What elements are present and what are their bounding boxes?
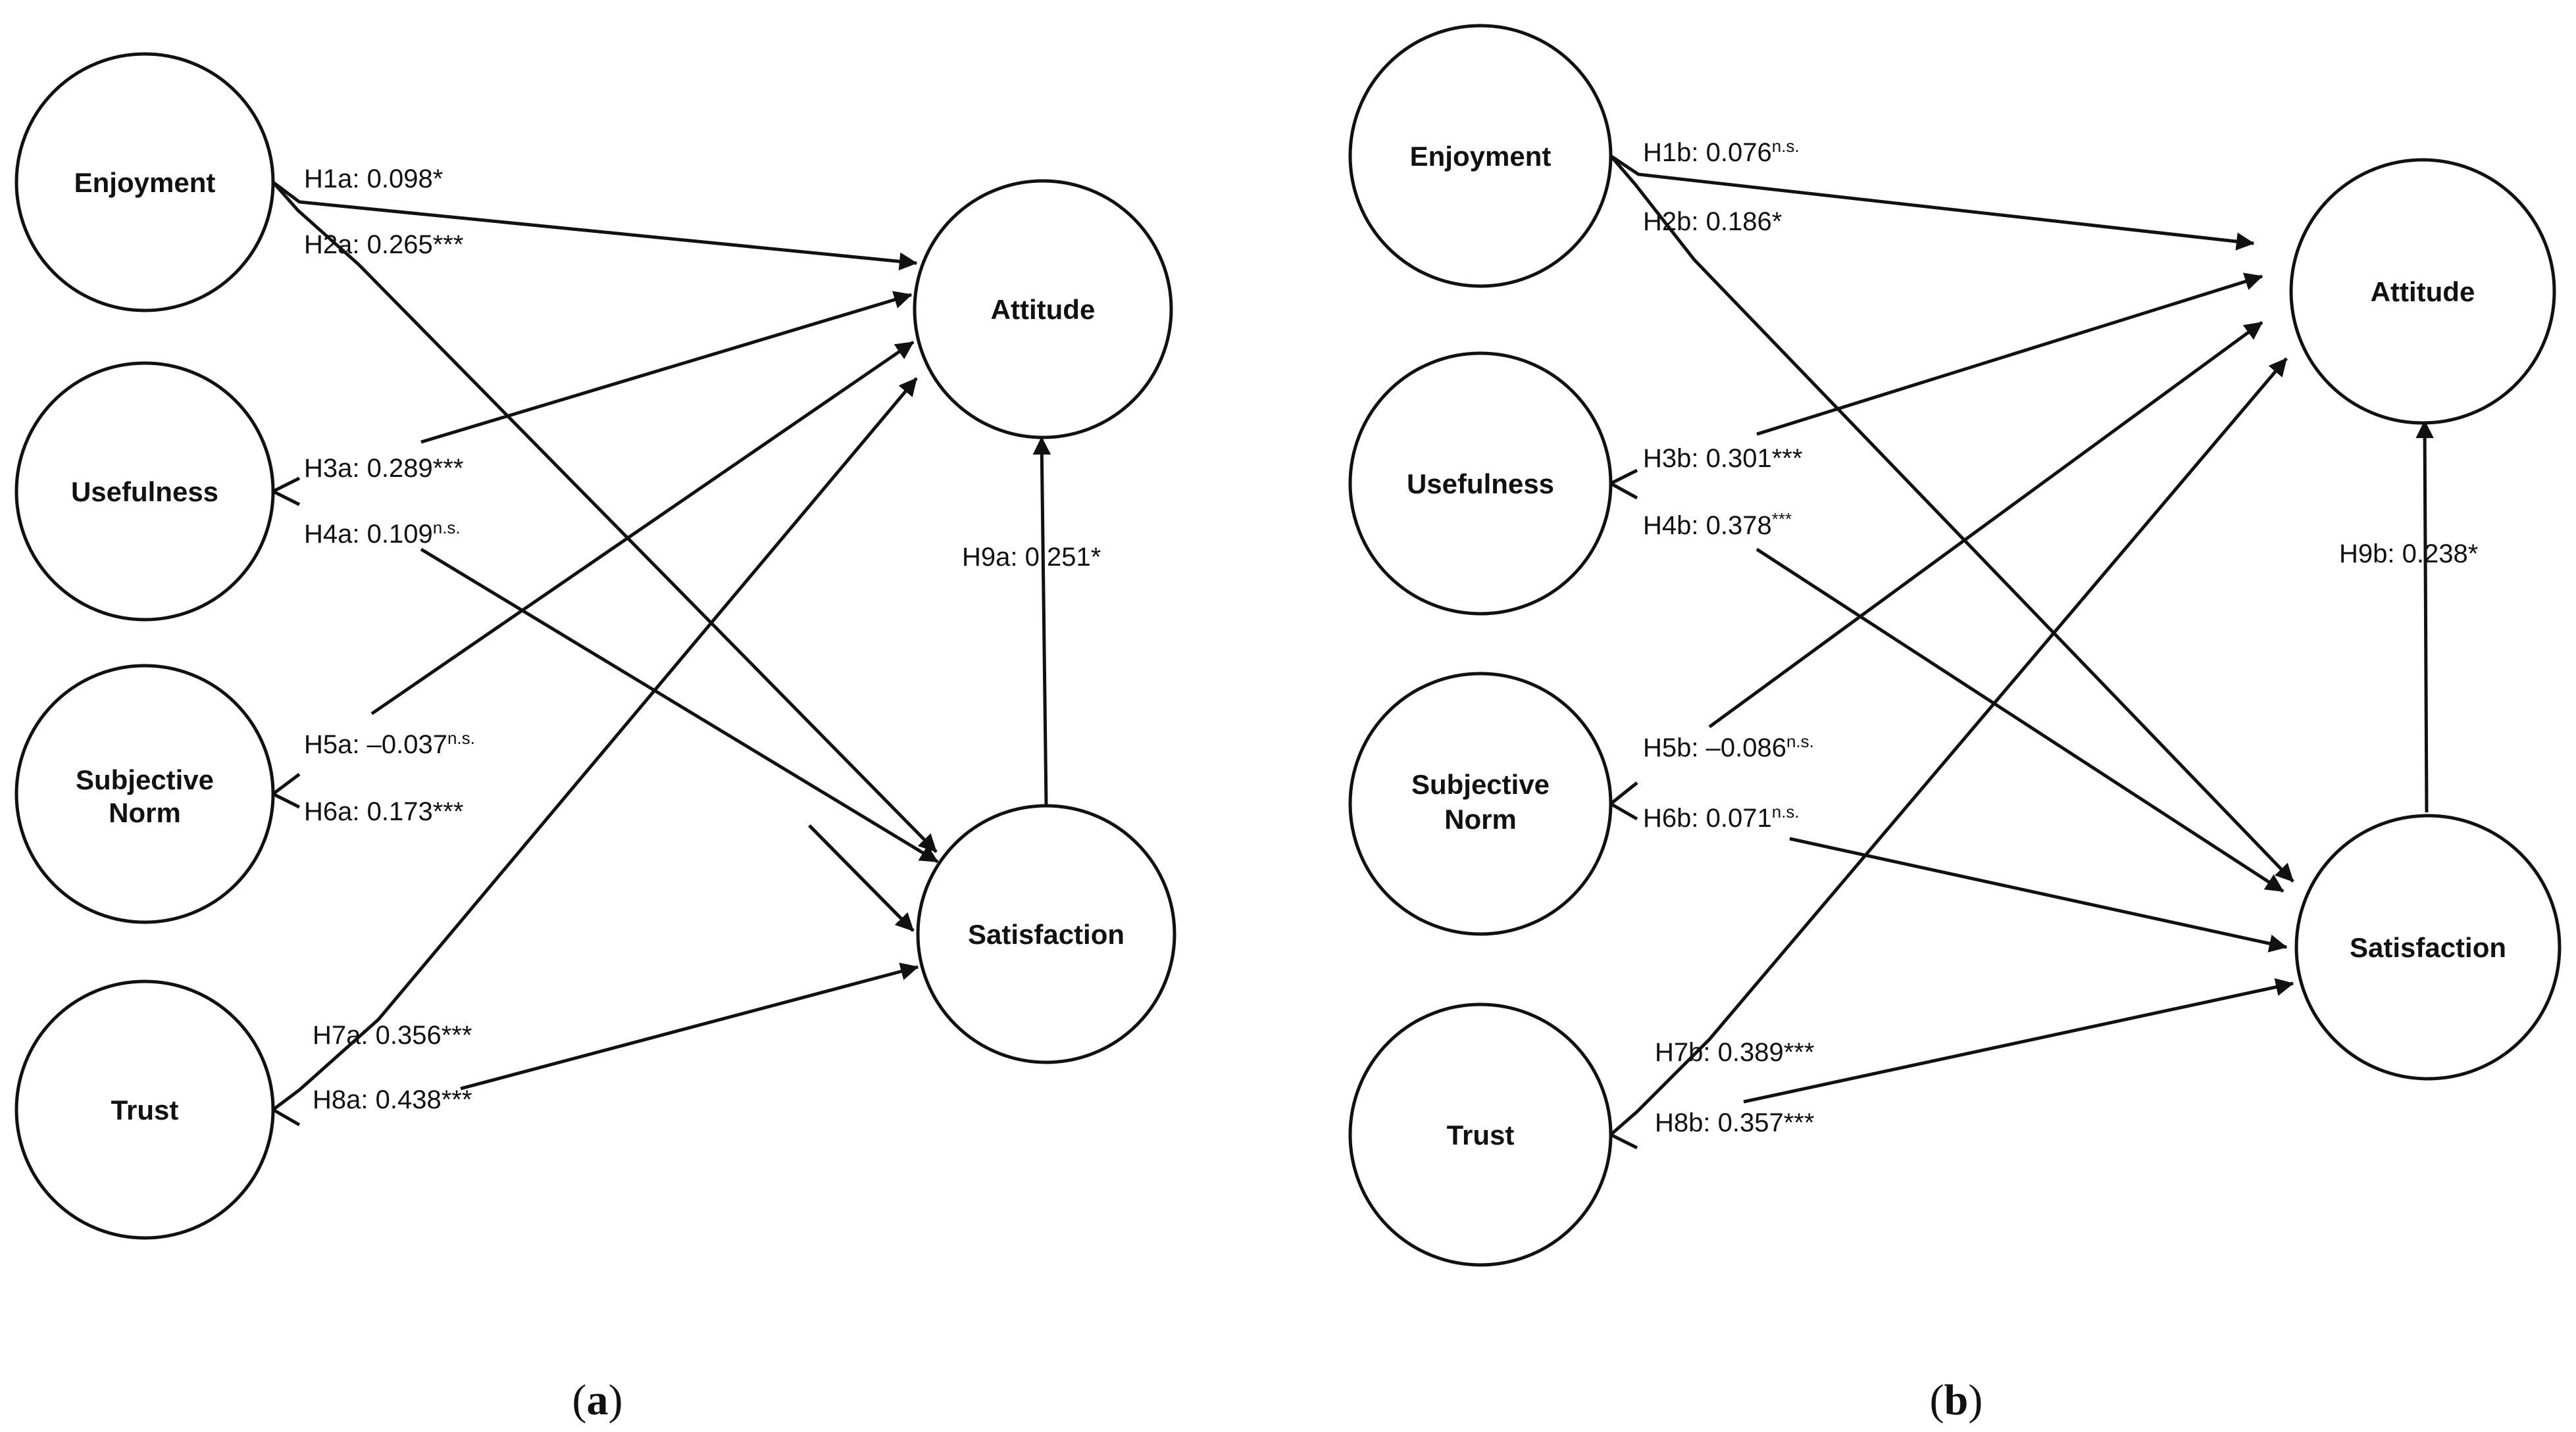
label-h1b: H1b: 0.076n.s. bbox=[1643, 136, 1800, 167]
node-label: Usefulness bbox=[71, 476, 218, 507]
edge-h6b-main bbox=[1789, 837, 2288, 952]
node-satisfaction-a: Satisfaction bbox=[916, 804, 1176, 1064]
edge-h8a-main bbox=[460, 962, 919, 1091]
edge-h7b bbox=[1609, 357, 2288, 1136]
node-label-line2: Norm bbox=[1444, 804, 1517, 835]
edge-h5a bbox=[370, 340, 915, 716]
node-satisfaction-b: Satisfaction bbox=[2294, 814, 2562, 1081]
edge-h5b-tick bbox=[1609, 781, 1638, 805]
label-h5a: H5a: –0.037n.s. bbox=[304, 728, 475, 759]
node-label: Enjoyment bbox=[1410, 141, 1552, 172]
edge-h8b-main bbox=[1743, 978, 2294, 1104]
edge-h6b bbox=[1609, 802, 1638, 821]
label-h4b: H4b: 0.378*** bbox=[1643, 509, 1792, 540]
node-label: Attitude bbox=[2371, 276, 2475, 307]
label-h3a: H3a: 0.289*** bbox=[304, 454, 463, 483]
label-h1a: H1a: 0.098* bbox=[304, 164, 443, 193]
edge-h6a-main2 bbox=[808, 824, 915, 932]
panel-a-nodes: Enjoyment Usefulness Subjective Norm Tru… bbox=[14, 52, 1176, 1240]
edge-h3a bbox=[420, 291, 913, 444]
label-h3b: H3b: 0.301*** bbox=[1643, 444, 1802, 473]
label-h8a: H8a: 0.438*** bbox=[313, 1085, 472, 1114]
panel-a: Enjoyment Usefulness Subjective Norm Tru… bbox=[14, 52, 1176, 1424]
panel-a-edges bbox=[272, 181, 1051, 1127]
node-trust-a: Trust bbox=[14, 979, 275, 1240]
panel-b: Enjoyment Usefulness Subjective Norm Tru… bbox=[1348, 24, 2562, 1424]
edge-h3b bbox=[1756, 272, 2263, 436]
edge-h1a bbox=[272, 181, 918, 271]
node-label-line2: Norm bbox=[109, 797, 181, 828]
label-h4a: H4a: 0.109n.s. bbox=[304, 518, 461, 549]
label-h7a: H7a: 0.356*** bbox=[313, 1021, 472, 1050]
node-label: Trust bbox=[111, 1095, 179, 1125]
node-label: Satisfaction bbox=[2350, 932, 2506, 963]
edge-h8a bbox=[272, 1108, 301, 1127]
edge-h3a-tick bbox=[272, 476, 301, 493]
label-h8b: H8b: 0.357*** bbox=[1655, 1108, 1814, 1137]
node-usefulness-a: Usefulness bbox=[14, 361, 275, 622]
node-enjoyment-b: Enjoyment bbox=[1348, 24, 1613, 288]
node-enjoyment-a: Enjoyment bbox=[14, 52, 275, 312]
node-label-line1: Subjective bbox=[76, 764, 214, 795]
panel-b-labels: H1b: 0.076n.s. H2b: 0.186* H3b: 0.301***… bbox=[1643, 136, 2478, 1137]
node-trust-b: Trust bbox=[1348, 1002, 1613, 1267]
panel-a-labels: H1a: 0.098* H2a: 0.265*** H3a: 0.289*** … bbox=[304, 164, 1101, 1114]
label-h2a: H2a: 0.265*** bbox=[304, 230, 463, 259]
edge-h4b-main bbox=[1755, 547, 2285, 893]
edge-h2a bbox=[272, 181, 938, 853]
node-label: Attitude bbox=[991, 294, 1096, 325]
node-attitude-b: Attitude bbox=[2289, 158, 2556, 425]
label-h6a: H6a: 0.173*** bbox=[304, 797, 463, 826]
edge-h1b bbox=[1609, 154, 2255, 251]
label-h9a: H9a: 0.251* bbox=[962, 543, 1101, 572]
edge-h9b bbox=[2415, 420, 2434, 813]
edge-h4a bbox=[272, 489, 301, 506]
label-h2b: H2b: 0.186* bbox=[1643, 207, 1782, 236]
panel-b-edges bbox=[1609, 154, 2434, 1150]
node-label: Trust bbox=[1447, 1120, 1515, 1150]
panel-b-nodes: Enjoyment Usefulness Subjective Norm Tru… bbox=[1348, 24, 2562, 1267]
node-attitude-a: Attitude bbox=[913, 179, 1173, 439]
edge-h8b bbox=[1609, 1133, 1638, 1150]
edge-h9a bbox=[1032, 436, 1051, 806]
edge-h5a-tick bbox=[272, 773, 301, 795]
node-label: Satisfaction bbox=[968, 919, 1124, 950]
label-h7b: H7b: 0.389*** bbox=[1655, 1038, 1814, 1067]
node-label: Enjoyment bbox=[74, 167, 216, 198]
node-label: Usefulness bbox=[1407, 468, 1554, 499]
label-h5b: H5b: –0.086n.s. bbox=[1643, 731, 1814, 762]
label-h9b: H9b: 0.238* bbox=[2339, 539, 2478, 568]
node-subjective-norm-a: Subjective Norm bbox=[14, 664, 275, 924]
edge-h5b bbox=[1708, 320, 2263, 729]
edge-h4a-main bbox=[420, 547, 939, 864]
edge-h4b bbox=[1609, 481, 1638, 500]
edge-h3b-tick bbox=[1609, 468, 1638, 485]
label-h6b: H6b: 0.071n.s. bbox=[1643, 802, 1800, 833]
panel-b-caption: (b) bbox=[1930, 1376, 1983, 1424]
node-label-line1: Subjective bbox=[1411, 769, 1550, 800]
panel-a-caption: (a) bbox=[572, 1376, 623, 1424]
node-usefulness-b: Usefulness bbox=[1348, 351, 1613, 616]
edge-h2b bbox=[1609, 155, 2294, 883]
edge-h7a bbox=[272, 377, 918, 1111]
edge-h6a bbox=[272, 792, 301, 809]
node-subjective-norm-b: Subjective Norm bbox=[1348, 672, 1613, 936]
